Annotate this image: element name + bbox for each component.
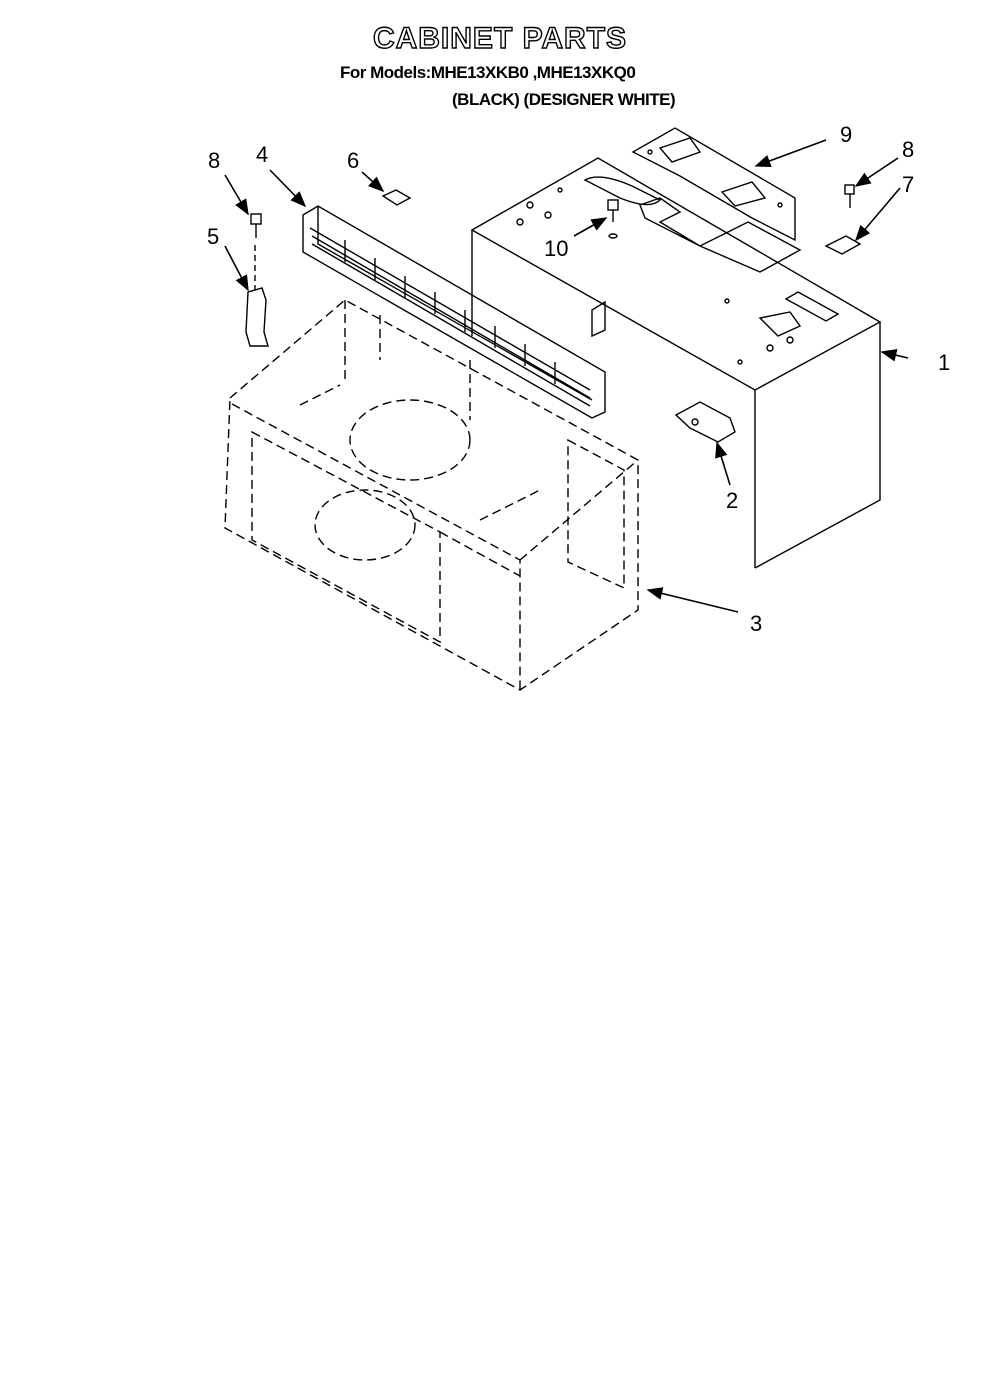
vent-grille: [302, 205, 606, 419]
bracket-5: [245, 213, 269, 347]
callout-2: 2: [726, 488, 738, 513]
leader-arrows: [224, 139, 909, 613]
bracket-7: [824, 184, 862, 255]
clip-6: [381, 189, 412, 206]
microwave-chassis: [224, 299, 639, 691]
callout-labels: 1 2 3 4 5 6 7 8 8 9 10: [207, 122, 950, 636]
callout-4: 4: [256, 142, 268, 167]
callout-10: 10: [544, 236, 568, 261]
colors-line: (BLACK) (DESIGNER WHITE): [452, 90, 676, 109]
callout-3: 3: [750, 611, 762, 636]
callout-5: 5: [207, 224, 219, 249]
page-title: CABINET PARTS: [372, 21, 628, 55]
bracket-2: [674, 401, 736, 443]
callout-9: 9: [840, 122, 852, 147]
callout-1: 1: [938, 350, 950, 375]
screw-10: [607, 199, 619, 239]
callout-8-right: 8: [902, 137, 914, 162]
top-plate: [631, 127, 796, 242]
callout-7: 7: [902, 172, 914, 197]
callout-6: 6: [347, 148, 359, 173]
callout-8-left: 8: [208, 148, 220, 173]
cabinet-wrapper: [470, 157, 882, 569]
models-line: For Models:MHE13XKB0 ,MHE13XKQ0: [340, 63, 636, 82]
